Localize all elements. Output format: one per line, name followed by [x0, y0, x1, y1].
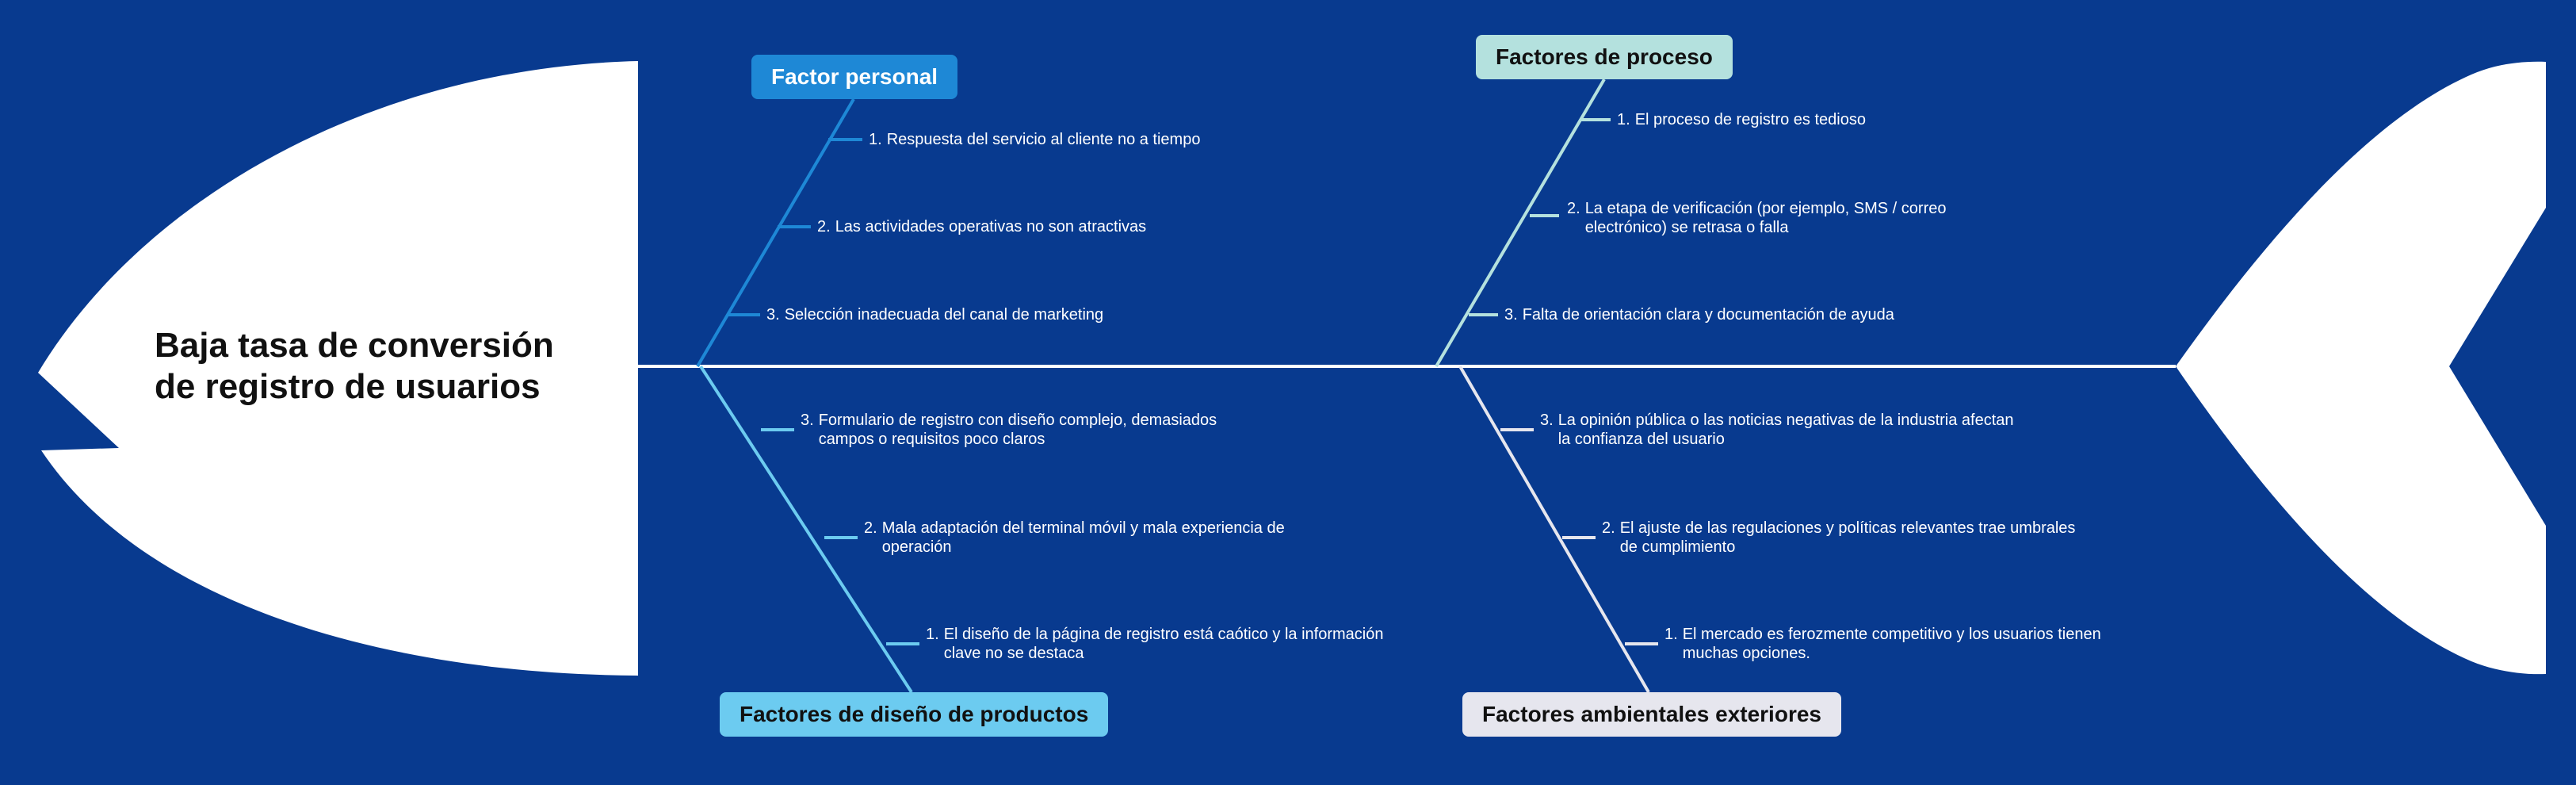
bone-diseno — [699, 365, 919, 694]
cause-number: 3. — [1540, 412, 1554, 429]
category-ambiental[interactable]: Factores ambientales exteriores — [1462, 692, 1841, 737]
cause-number: 2. — [864, 519, 877, 537]
cause-text: La opinión pública o las noticias negati… — [1557, 412, 2014, 448]
cause-number: 2. — [1567, 200, 1580, 217]
category-diseno[interactable]: Factores de diseño de productos — [720, 692, 1109, 737]
cause-item: 3. La opinión pública o las noticias neg… — [1540, 411, 2016, 449]
cause-number: 3. — [1504, 306, 1518, 324]
cause-number: 1. — [1617, 111, 1630, 128]
cause-item: 1. El diseño de la página de registro es… — [926, 625, 1401, 663]
cause-text: Mala adaptación del terminal móvil y mal… — [881, 519, 1285, 556]
fish-tail-notch — [2449, 208, 2546, 526]
cause-item: 2. Mala adaptación del terminal móvil y … — [864, 519, 1332, 557]
fish-tail-shape — [2176, 61, 2546, 675]
problem-title: Baja tasa de conversión de registro de u… — [155, 325, 630, 408]
cause-number: 3. — [766, 306, 780, 324]
bone-personal — [696, 98, 862, 368]
bone-proceso — [1435, 78, 1611, 368]
cause-text: La etapa de verificación (por ejemplo, S… — [1584, 200, 1947, 236]
cause-item: 3. Selección inadecuada del canal de mar… — [766, 305, 1274, 324]
cause-item: 3. Formulario de registro con diseño com… — [801, 411, 1268, 449]
problem-title-line2: de registro de usuarios — [155, 367, 541, 406]
cause-number: 3. — [801, 412, 814, 429]
cause-text: El ajuste de las regulaciones y política… — [1619, 519, 2076, 556]
cause-text: El proceso de registro es tedioso — [1634, 111, 1866, 128]
category-personal[interactable]: Factor personal — [751, 55, 958, 99]
cause-text: El mercado es ferozmente competitivo y l… — [1682, 626, 2101, 662]
cause-item: 2. La etapa de verificación (por ejemplo… — [1567, 199, 1987, 237]
cause-item: 1. El mercado es ferozmente competitivo … — [1664, 625, 2140, 663]
cause-item: 1. El proceso de registro es tedioso — [1617, 110, 2108, 129]
cause-text: Selección inadecuada del canal de market… — [784, 306, 1104, 324]
cause-text: El diseño de la página de registro está … — [943, 626, 1384, 662]
category-proceso[interactable]: Factores de proceso — [1476, 35, 1733, 79]
cause-text: Respuesta del servicio al cliente no a t… — [886, 131, 1201, 148]
cause-number: 2. — [1602, 519, 1615, 537]
problem-title-line1: Baja tasa de conversión — [155, 326, 554, 365]
cause-number: 1. — [869, 131, 882, 148]
cause-item: 2. El ajuste de las regulaciones y polít… — [1602, 519, 2077, 557]
cause-number: 1. — [926, 626, 939, 643]
cause-text: Formulario de registro con diseño comple… — [818, 412, 1217, 448]
bone-ambiental — [1458, 365, 1658, 694]
cause-number: 2. — [817, 218, 831, 236]
cause-item: 2. Las actividades operativas no son atr… — [817, 217, 1324, 236]
cause-number: 1. — [1664, 626, 1678, 643]
cause-text: Las actividades operativas no son atract… — [835, 218, 1147, 236]
cause-text: Falta de orientación clara y documentaci… — [1522, 306, 1894, 324]
cause-item: 1. Respuesta del servicio al cliente no … — [869, 130, 1376, 149]
cause-item: 3. Falta de orientación clara y document… — [1504, 305, 2012, 324]
fish-head-shape — [38, 61, 638, 676]
